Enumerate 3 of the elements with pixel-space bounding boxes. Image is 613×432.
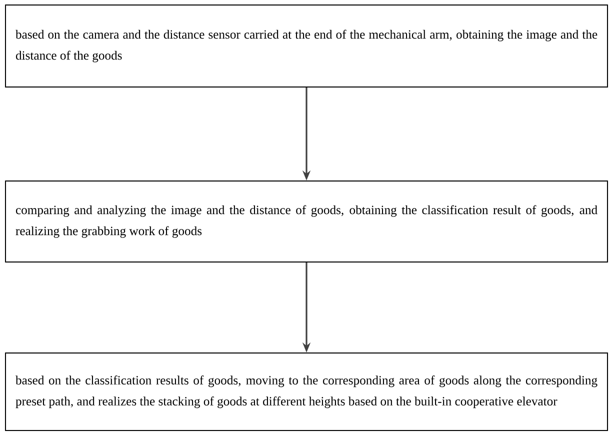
process-box: based on the camera and the distance sensor carried at the end of the mechanical arm, obtaining the image and the distance of the goods <box>5 4 608 88</box>
process-box: comparing and analyzing the image and the distance of goods, obtaining the classification result of goods, and realizing the grabbing work of goods <box>5 180 608 262</box>
process-box: based on the classification results of goods, moving to the corresponding area of goods along the corresponding preset path, and realizes the stacking of goods at different heights based on the built-in cooperative elevator <box>5 352 608 432</box>
